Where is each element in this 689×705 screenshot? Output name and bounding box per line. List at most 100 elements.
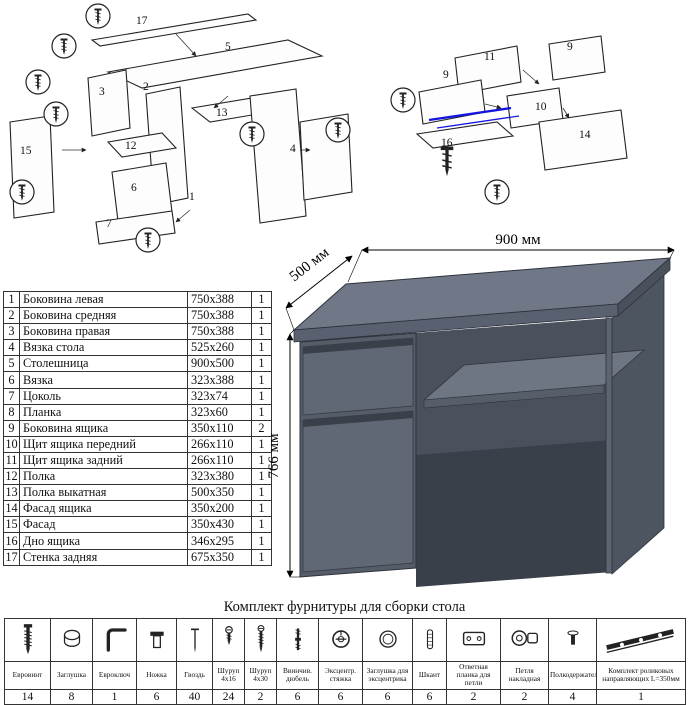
- wooden-dowel-icon: [417, 629, 443, 650]
- parts-cell-name: Фасад ящика: [19, 500, 188, 518]
- parts-cell-name: Боковина средняя: [19, 307, 188, 325]
- parts-cell-size: 323x388: [187, 371, 252, 389]
- tabletop-right-edge: [617, 257, 671, 317]
- parts-cell-num: 16: [3, 532, 20, 550]
- hardware-name-cell: Петля накладная: [500, 661, 549, 690]
- screw-callouts: [9, 3, 351, 253]
- parts-cell-size: 350x110: [187, 419, 252, 437]
- parts-cell-size: 346x295: [187, 532, 252, 550]
- parts-cell-name: Планка: [19, 403, 188, 421]
- right-side-panel: [611, 271, 665, 575]
- hardware-icon-cell: [212, 618, 245, 662]
- drawer-handle-groove: [303, 338, 413, 354]
- nail-icon: [183, 628, 207, 653]
- part-number-label: 16: [441, 137, 453, 149]
- hardware-qty-cell: 6: [318, 688, 363, 705]
- hardware-icons-row: [4, 618, 686, 662]
- parts-cell-name: Столешница: [19, 355, 188, 373]
- hinge-icon: [508, 630, 542, 648]
- hardware-icon-cell: [500, 618, 549, 662]
- height-dimension: 766 мм: [266, 329, 300, 578]
- parts-cell-num: 12: [3, 468, 20, 486]
- hardware-qty-cell: 40: [176, 688, 213, 705]
- door-handle-groove: [303, 411, 413, 427]
- foot-icon: [142, 631, 172, 649]
- assembled-desk-illustration: 900 мм 500 мм 766 мм: [266, 232, 675, 587]
- parts-cell-size: 350x200: [187, 500, 252, 518]
- screw-callouts: [390, 87, 510, 205]
- hardware-name-cell: Шкант: [412, 661, 447, 690]
- parts-cell-num: 8: [3, 403, 20, 421]
- part-number-label: 6: [131, 182, 137, 194]
- cam-cap-icon: [372, 630, 404, 648]
- parts-cell-num: 13: [3, 484, 20, 502]
- parts-cell-size: 350x430: [187, 516, 252, 534]
- drawer-slide-icon: [601, 629, 681, 654]
- parts-cell-size: 750x388: [187, 307, 252, 325]
- part-number-label: 17: [136, 15, 148, 27]
- hardware-name-cell: Заглушка для эксцентрика: [362, 661, 413, 690]
- keyboard-tray-edge: [423, 384, 605, 409]
- parts-cell-name: Полка выкатная: [19, 484, 188, 502]
- part-number-label: 1: [189, 191, 195, 203]
- parts-cell-num: 5: [3, 355, 20, 373]
- parts-cell-num: 11: [3, 451, 20, 470]
- hardware-name-cell: Шуруп 4x30: [244, 661, 277, 690]
- part-number-label: 7: [106, 218, 112, 230]
- cam-lock-icon: [325, 630, 357, 648]
- roller-guides: [428, 106, 520, 129]
- hardware-qty-cell: 6: [412, 688, 447, 705]
- parts-cell-qty: 1: [251, 435, 272, 453]
- parts-cell-num: 6: [3, 371, 20, 389]
- hardware-icon-cell: [244, 618, 277, 662]
- parts-cell-size: 323x74: [187, 387, 252, 405]
- hardware-qty-cell: 6: [276, 688, 319, 705]
- parts-cell-name: Боковина ящика: [19, 419, 188, 437]
- parts-cell-size: 266x110: [187, 451, 252, 470]
- hardware-icon-cell: [318, 618, 363, 662]
- hardware-icon-cell: [596, 618, 686, 662]
- parts-cell-num: 1: [3, 290, 20, 309]
- parts-cell-num: 9: [3, 419, 20, 437]
- parts-cell-size: 900x500: [187, 355, 252, 373]
- parts-cell-name: Щит ящика задний: [19, 451, 188, 470]
- parts-cell-size: 323x60: [187, 403, 252, 421]
- hardware-name-cell: Заглушка: [50, 661, 93, 690]
- parts-cell-num: 2: [3, 307, 20, 325]
- parts-cell-num: 10: [3, 435, 20, 453]
- parts-cell-size: 266x110: [187, 435, 252, 453]
- parts-cell-size: 323x380: [187, 468, 252, 486]
- hardware-name-cell: Евровинт: [4, 661, 51, 690]
- hardware-name-cell: Евроключ: [92, 661, 137, 690]
- width-dimension-label: 900 мм: [495, 232, 541, 248]
- parts-cell-qty: 1: [251, 355, 272, 373]
- hardware-name-cell: Комплект роликовых направляющих L=350мм: [596, 661, 686, 690]
- parts-cell-size: 750x388: [187, 290, 252, 309]
- shelf-pin-icon: [559, 630, 587, 648]
- parts-cell-num: 15: [3, 516, 20, 534]
- assembly-arrows: [484, 69, 570, 119]
- parts-cell-name: Щит ящика передний: [19, 435, 188, 453]
- hardware-qty-cell: 2: [500, 688, 549, 705]
- drawer-panels: [415, 35, 628, 171]
- hardware-name-cell: Эксцентр. стяжка: [318, 661, 363, 690]
- parts-cell-num: 7: [3, 387, 20, 405]
- parts-cell-name: Вязка стола: [19, 339, 188, 357]
- part-number-label: 12: [125, 140, 137, 152]
